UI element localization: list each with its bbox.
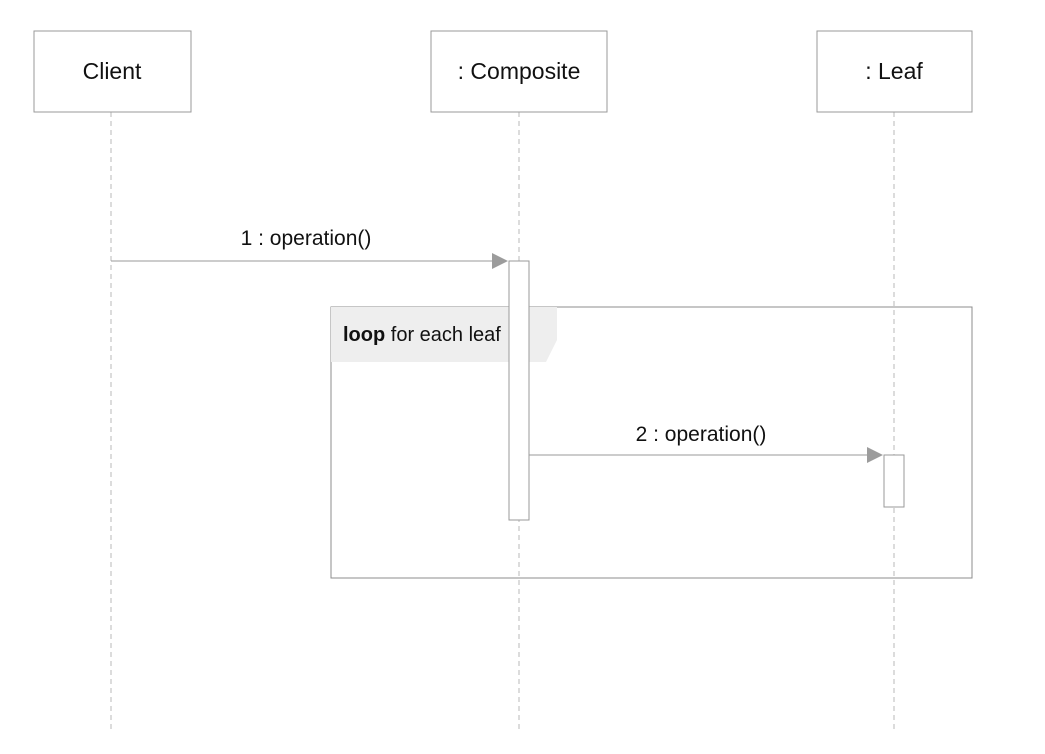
loop-guard: for each leaf: [391, 324, 502, 346]
participant-leaf-label: : Leaf: [865, 58, 923, 84]
message-2-arrowhead: [867, 447, 883, 463]
message-1-arrowhead: [492, 253, 508, 269]
participant-client-label: Client: [83, 58, 142, 84]
participant-composite-box: [430, 30, 608, 113]
leaf-activation-bar: [883, 454, 905, 508]
participant-leaf-box: [816, 30, 973, 113]
participant-composite-label: : Composite: [458, 58, 581, 84]
loop-fragment-label: loop for each leaf: [343, 324, 501, 346]
message-2-label: 2 : operation(): [636, 423, 767, 446]
loop-operator: loop: [343, 324, 385, 346]
loop-fragment-frame: [330, 306, 973, 579]
loop-fragment-label-tab: [331, 307, 557, 362]
participant-client-box: [33, 30, 192, 113]
composite-activation-bar: [508, 260, 530, 521]
message-1-label: 1 : operation(): [241, 227, 372, 250]
